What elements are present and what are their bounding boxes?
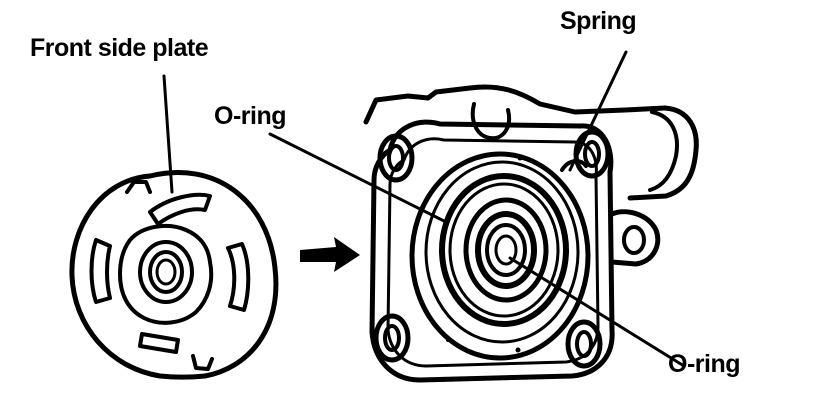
- assembly-arrow-icon: [300, 237, 360, 272]
- spring-label: Spring: [560, 7, 637, 35]
- bolt-hole-bottom-left: [373, 313, 411, 363]
- bolt-hole-bottom-right: [565, 319, 603, 369]
- o-ring-lower-label: O-ring: [668, 350, 741, 378]
- front-side-plate: [69, 74, 279, 380]
- front-side-plate-label: Front side plate: [30, 34, 209, 62]
- leader-lines: [268, 50, 686, 368]
- pump-body: [363, 84, 699, 383]
- bolt-hole-top-left: [377, 133, 415, 183]
- o-ring-upper-label: O-ring: [214, 102, 287, 130]
